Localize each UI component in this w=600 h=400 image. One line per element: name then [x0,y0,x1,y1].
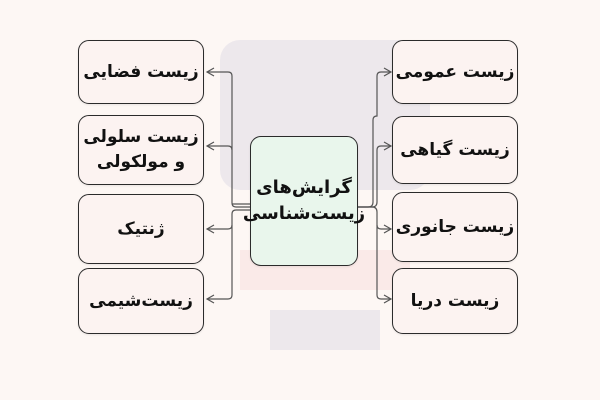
node-label-line1: زیست سلولی [83,127,199,148]
node-biochemistry: زیست‌شیمی [78,268,204,334]
node-space-biology: زیست فضایی [78,40,204,104]
node-plant-biology: زیست گیاهی [392,116,518,184]
node-label: زیست‌شیمی [89,290,193,311]
node-label: زیست گیاهی [400,139,510,160]
node-label-line2: و مولکولی [96,152,186,172]
node-general-biology: زیست عمومی [392,40,518,104]
center-node-biology-branches: گرایش‌های زیست‌شناسی [243,136,365,266]
node-label: ژنتیک [117,218,165,239]
center-node-line1: گرایش‌های [256,176,352,198]
center-node-line2: زیست‌شناسی [242,203,366,224]
node-label: زیست عمومی [395,61,515,82]
node-cell-molecular-biology: زیست سلولی و مولکولی [78,115,204,185]
node-label: زیست دریا [410,290,500,311]
node-label: زیست جانوری [395,216,515,237]
node-marine-biology: زیست دریا [392,268,518,334]
node-label: زیست فضایی [83,61,199,82]
node-animal-biology: زیست جانوری [392,192,518,262]
node-genetics: ژنتیک [78,194,204,264]
